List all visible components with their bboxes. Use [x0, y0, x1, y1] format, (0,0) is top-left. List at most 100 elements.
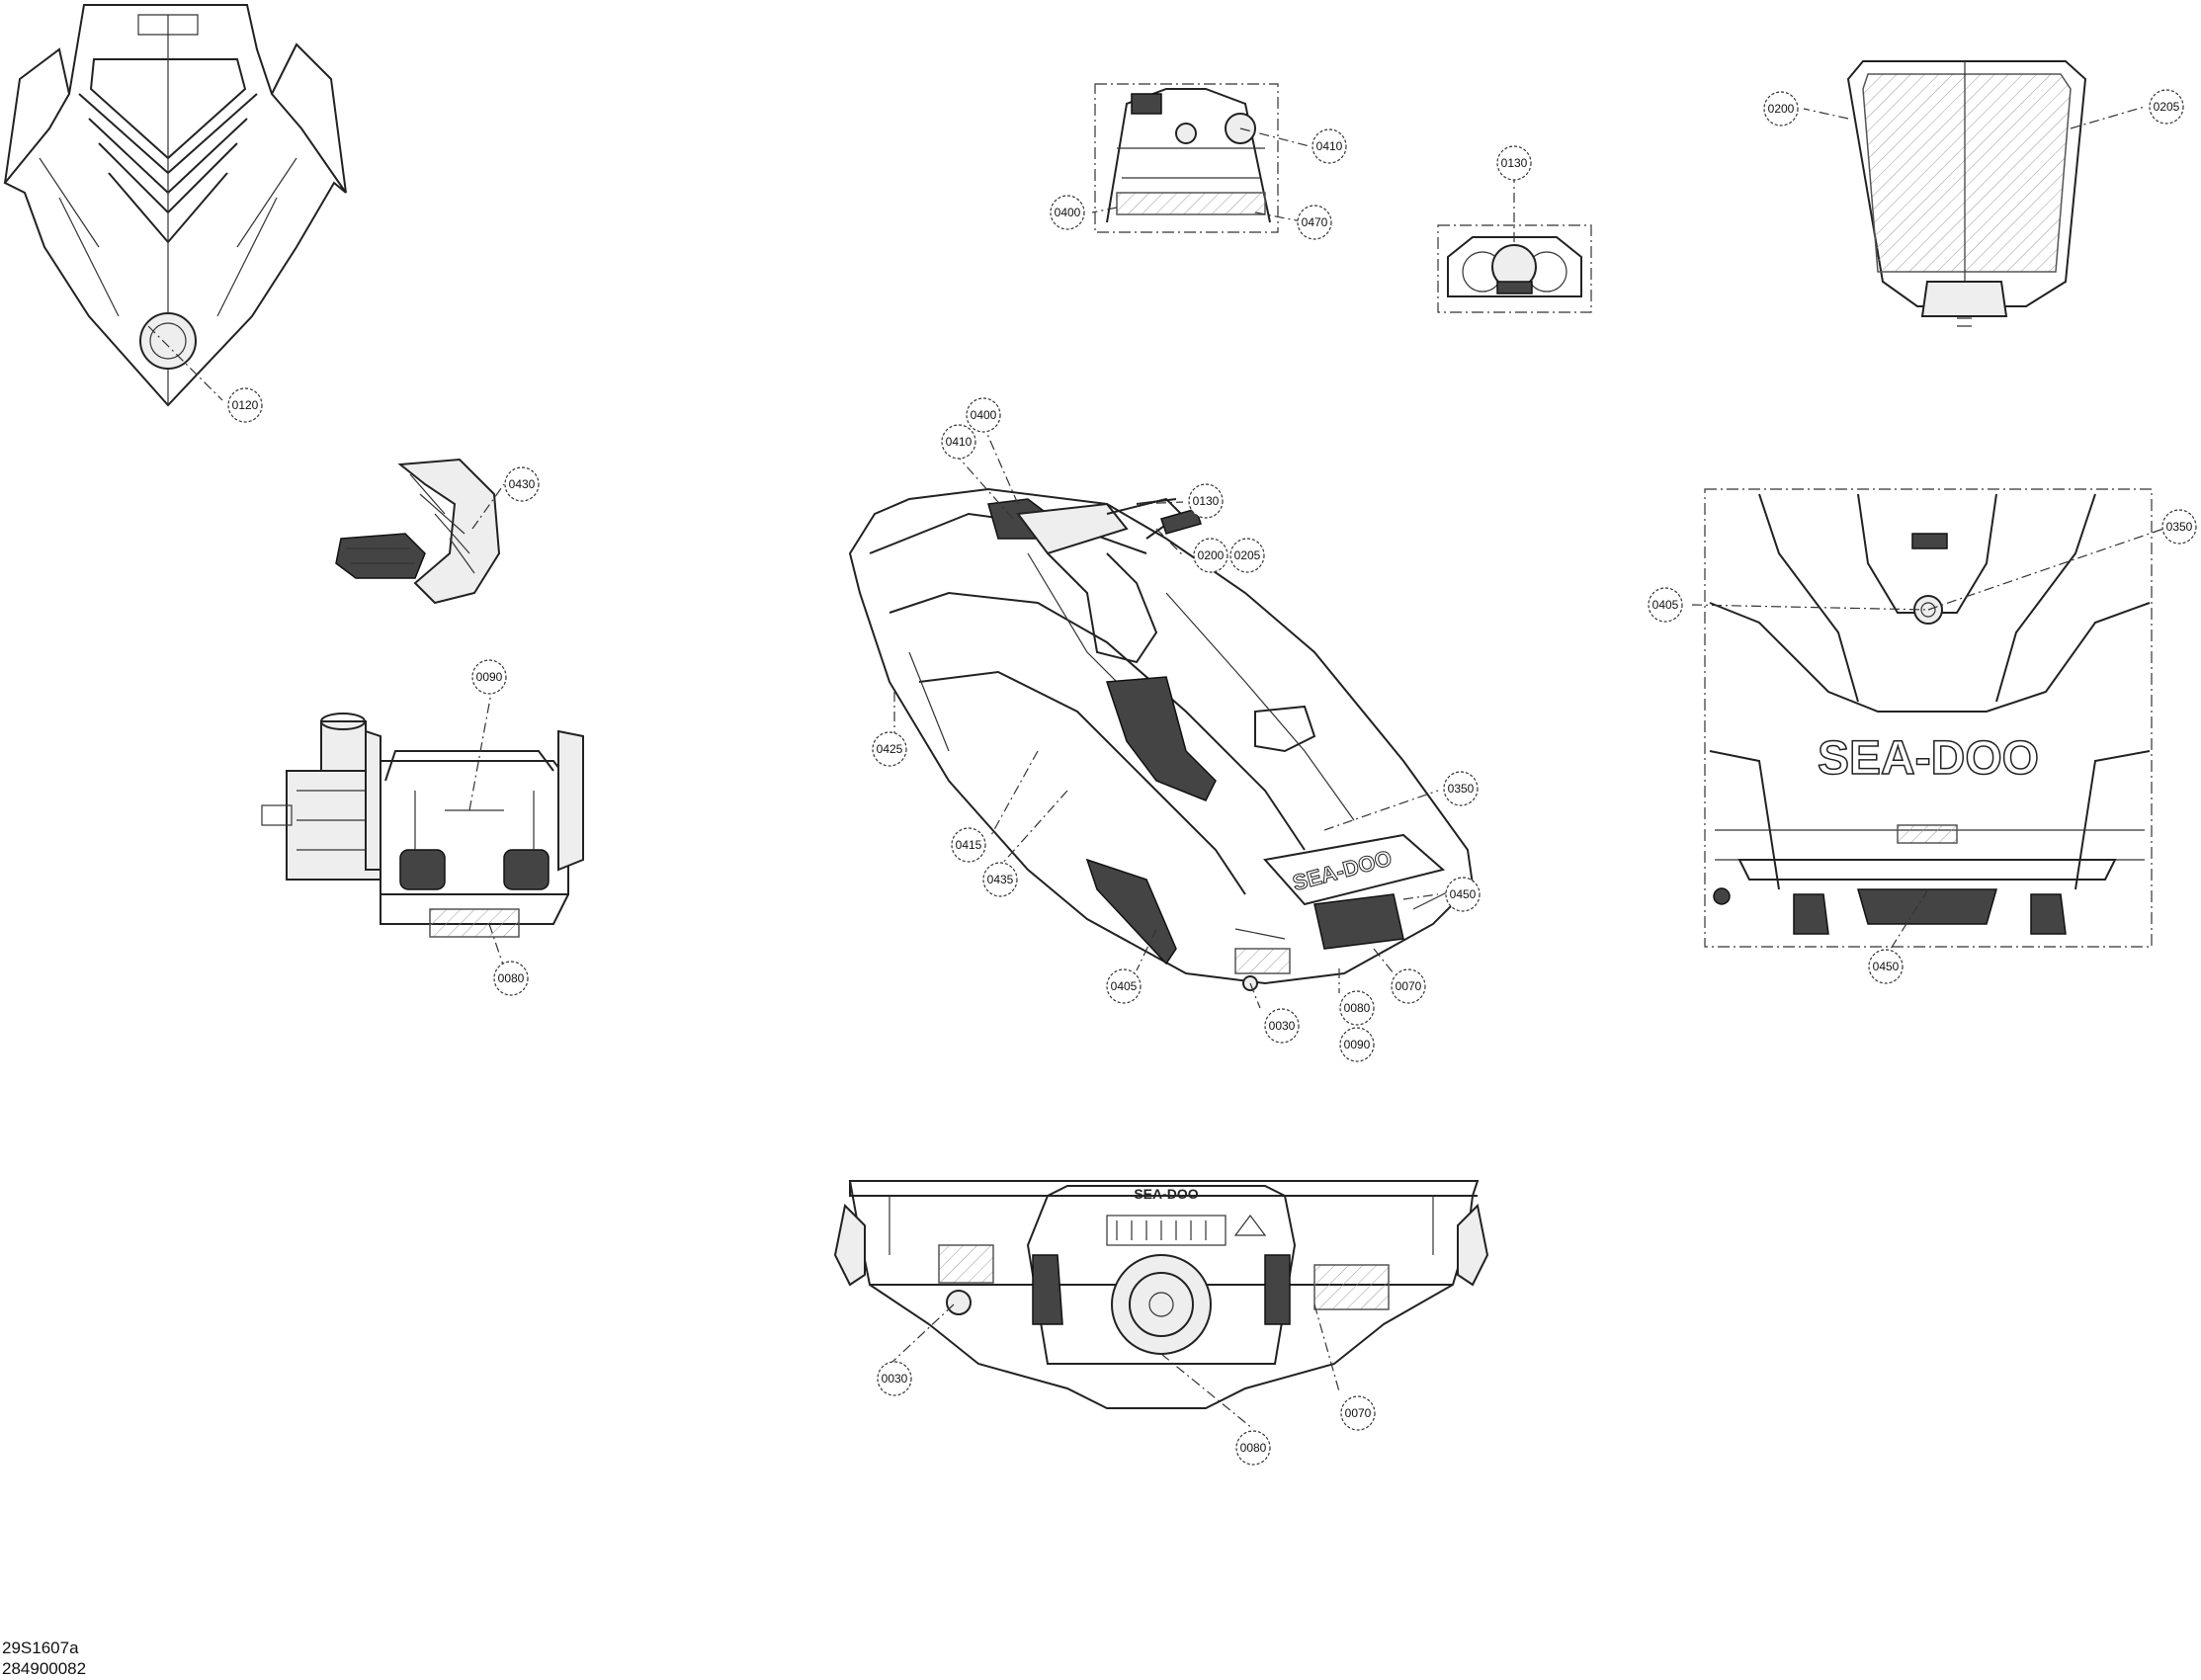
brand-logo: SEA-DOO [1818, 732, 2039, 785]
callout-circle [471, 659, 507, 695]
callout-label: 0030 [882, 1372, 908, 1386]
callout-0080: 0080 [1339, 990, 1375, 1026]
callout-label: 0080 [1344, 1001, 1371, 1015]
callout-label: 0070 [1396, 979, 1422, 993]
callout-0350: 0350 [1443, 771, 1479, 806]
callout-label: 0400 [1055, 206, 1081, 219]
callout-0090: 0090 [1339, 1027, 1375, 1062]
callout-0350: 0350 [2161, 509, 2197, 545]
callout-0130: 0130 [1496, 145, 1532, 181]
callout-label: 0200 [1198, 548, 1225, 562]
callout-label: 0410 [1316, 139, 1343, 153]
callout-0450: 0450 [1868, 949, 1904, 984]
steering-closeup [1094, 83, 1279, 233]
callout-circle [1297, 205, 1332, 240]
callout-label: 0470 [1302, 215, 1328, 229]
figure-code: 29S1607a [2, 1638, 79, 1657]
gauge-cluster [1437, 224, 1592, 313]
callout-circle [2161, 509, 2197, 545]
callout-0200: 0200 [1763, 91, 1799, 126]
callout-circle [982, 862, 1018, 897]
callout-circle [1050, 195, 1085, 230]
callout-layer: 0120 0430 0090 0080 0410 0400 0470 0130 0200 0205… [227, 89, 2197, 1466]
callout-circle [941, 424, 976, 460]
callout-circle [1763, 91, 1799, 126]
callout-label: 0415 [956, 838, 982, 852]
callout-0030: 0030 [877, 1361, 912, 1396]
callout-circle [872, 731, 907, 767]
callout-circle [966, 397, 1001, 433]
callout-label: 0405 [1652, 598, 1679, 612]
hood-assembly [3, 4, 347, 407]
callout-label: 0405 [1111, 979, 1138, 993]
callout-0120: 0120 [227, 387, 263, 423]
callout-circle [1445, 877, 1481, 912]
seat-lid [1846, 60, 2087, 327]
callout-0425: 0425 [872, 731, 907, 767]
callout-circle [504, 466, 540, 502]
callout-circle [1868, 949, 1904, 984]
callout-circle [1235, 1430, 1271, 1466]
callout-0205: 0205 [2149, 89, 2184, 125]
callout-circle [1443, 771, 1479, 806]
callout-label: 0120 [232, 398, 259, 412]
jet-pump-assembly [261, 713, 584, 938]
callout-label: 0450 [1873, 960, 1900, 973]
callout-circle [1496, 145, 1532, 181]
callout-circle [1312, 128, 1347, 164]
callout-label: 0450 [1450, 887, 1477, 901]
callout-circle [1648, 587, 1683, 623]
callout-circle [227, 387, 263, 423]
callout-label: 0200 [1768, 102, 1795, 116]
callout-label: 0205 [1234, 548, 1261, 562]
callout-circle [1340, 1395, 1376, 1431]
callout-0200: 0200 [1193, 538, 1228, 573]
rear-view-bottom: SEA-DOO [833, 1180, 1489, 1409]
callout-0430: 0430 [504, 466, 540, 502]
callout-0030: 0030 [1264, 1008, 1300, 1044]
callout-0450: 0450 [1445, 877, 1481, 912]
callout-circle [1339, 1027, 1375, 1062]
callout-0410: 0410 [1312, 128, 1347, 164]
gauge-icon [139, 312, 197, 370]
callout-label: 0080 [498, 971, 525, 985]
part-number: 284900082 [2, 1659, 87, 1678]
callout-0080: 0080 [493, 961, 529, 996]
callout-label: 0090 [1344, 1038, 1371, 1051]
callout-label: 0430 [509, 477, 536, 491]
callout-label: 0030 [1269, 1019, 1296, 1033]
watercraft-main: SEA-DOO [848, 487, 1475, 991]
callout-0405: 0405 [1106, 968, 1142, 1004]
callout-label: 0350 [1448, 782, 1475, 796]
callout-label: 0070 [1345, 1406, 1372, 1420]
callout-0070: 0070 [1340, 1395, 1376, 1431]
callout-0435: 0435 [982, 862, 1018, 897]
callout-circle [1188, 483, 1224, 519]
handle-bracket [335, 458, 501, 605]
callout-0090: 0090 [471, 659, 507, 695]
callout-circle [493, 961, 529, 996]
brand-logo: SEA-DOO [1134, 1186, 1198, 1202]
callout-0130: 0130 [1188, 483, 1224, 519]
callout-circle [951, 827, 986, 863]
callout-label: 0410 [946, 435, 973, 449]
callout-0400: 0400 [1050, 195, 1085, 230]
callout-0205: 0205 [1229, 538, 1265, 573]
rear-closeup: SEA-DOO [1704, 488, 2153, 948]
callout-0470: 0470 [1297, 205, 1332, 240]
callout-circle [1391, 968, 1426, 1004]
leader-lines [147, 106, 2170, 1430]
callout-0080: 0080 [1235, 1430, 1271, 1466]
callout-circle [877, 1361, 912, 1396]
callout-circle [1264, 1008, 1300, 1044]
callout-label: 0350 [2166, 520, 2193, 534]
callout-circle [2149, 89, 2184, 125]
callout-label: 0130 [1501, 156, 1528, 170]
callout-circle [1193, 538, 1228, 573]
callout-label: 0435 [987, 873, 1014, 886]
callout-label: 0130 [1193, 494, 1220, 508]
callout-label: 0425 [877, 742, 903, 756]
callout-0415: 0415 [951, 827, 986, 863]
callout-0405: 0405 [1648, 587, 1683, 623]
